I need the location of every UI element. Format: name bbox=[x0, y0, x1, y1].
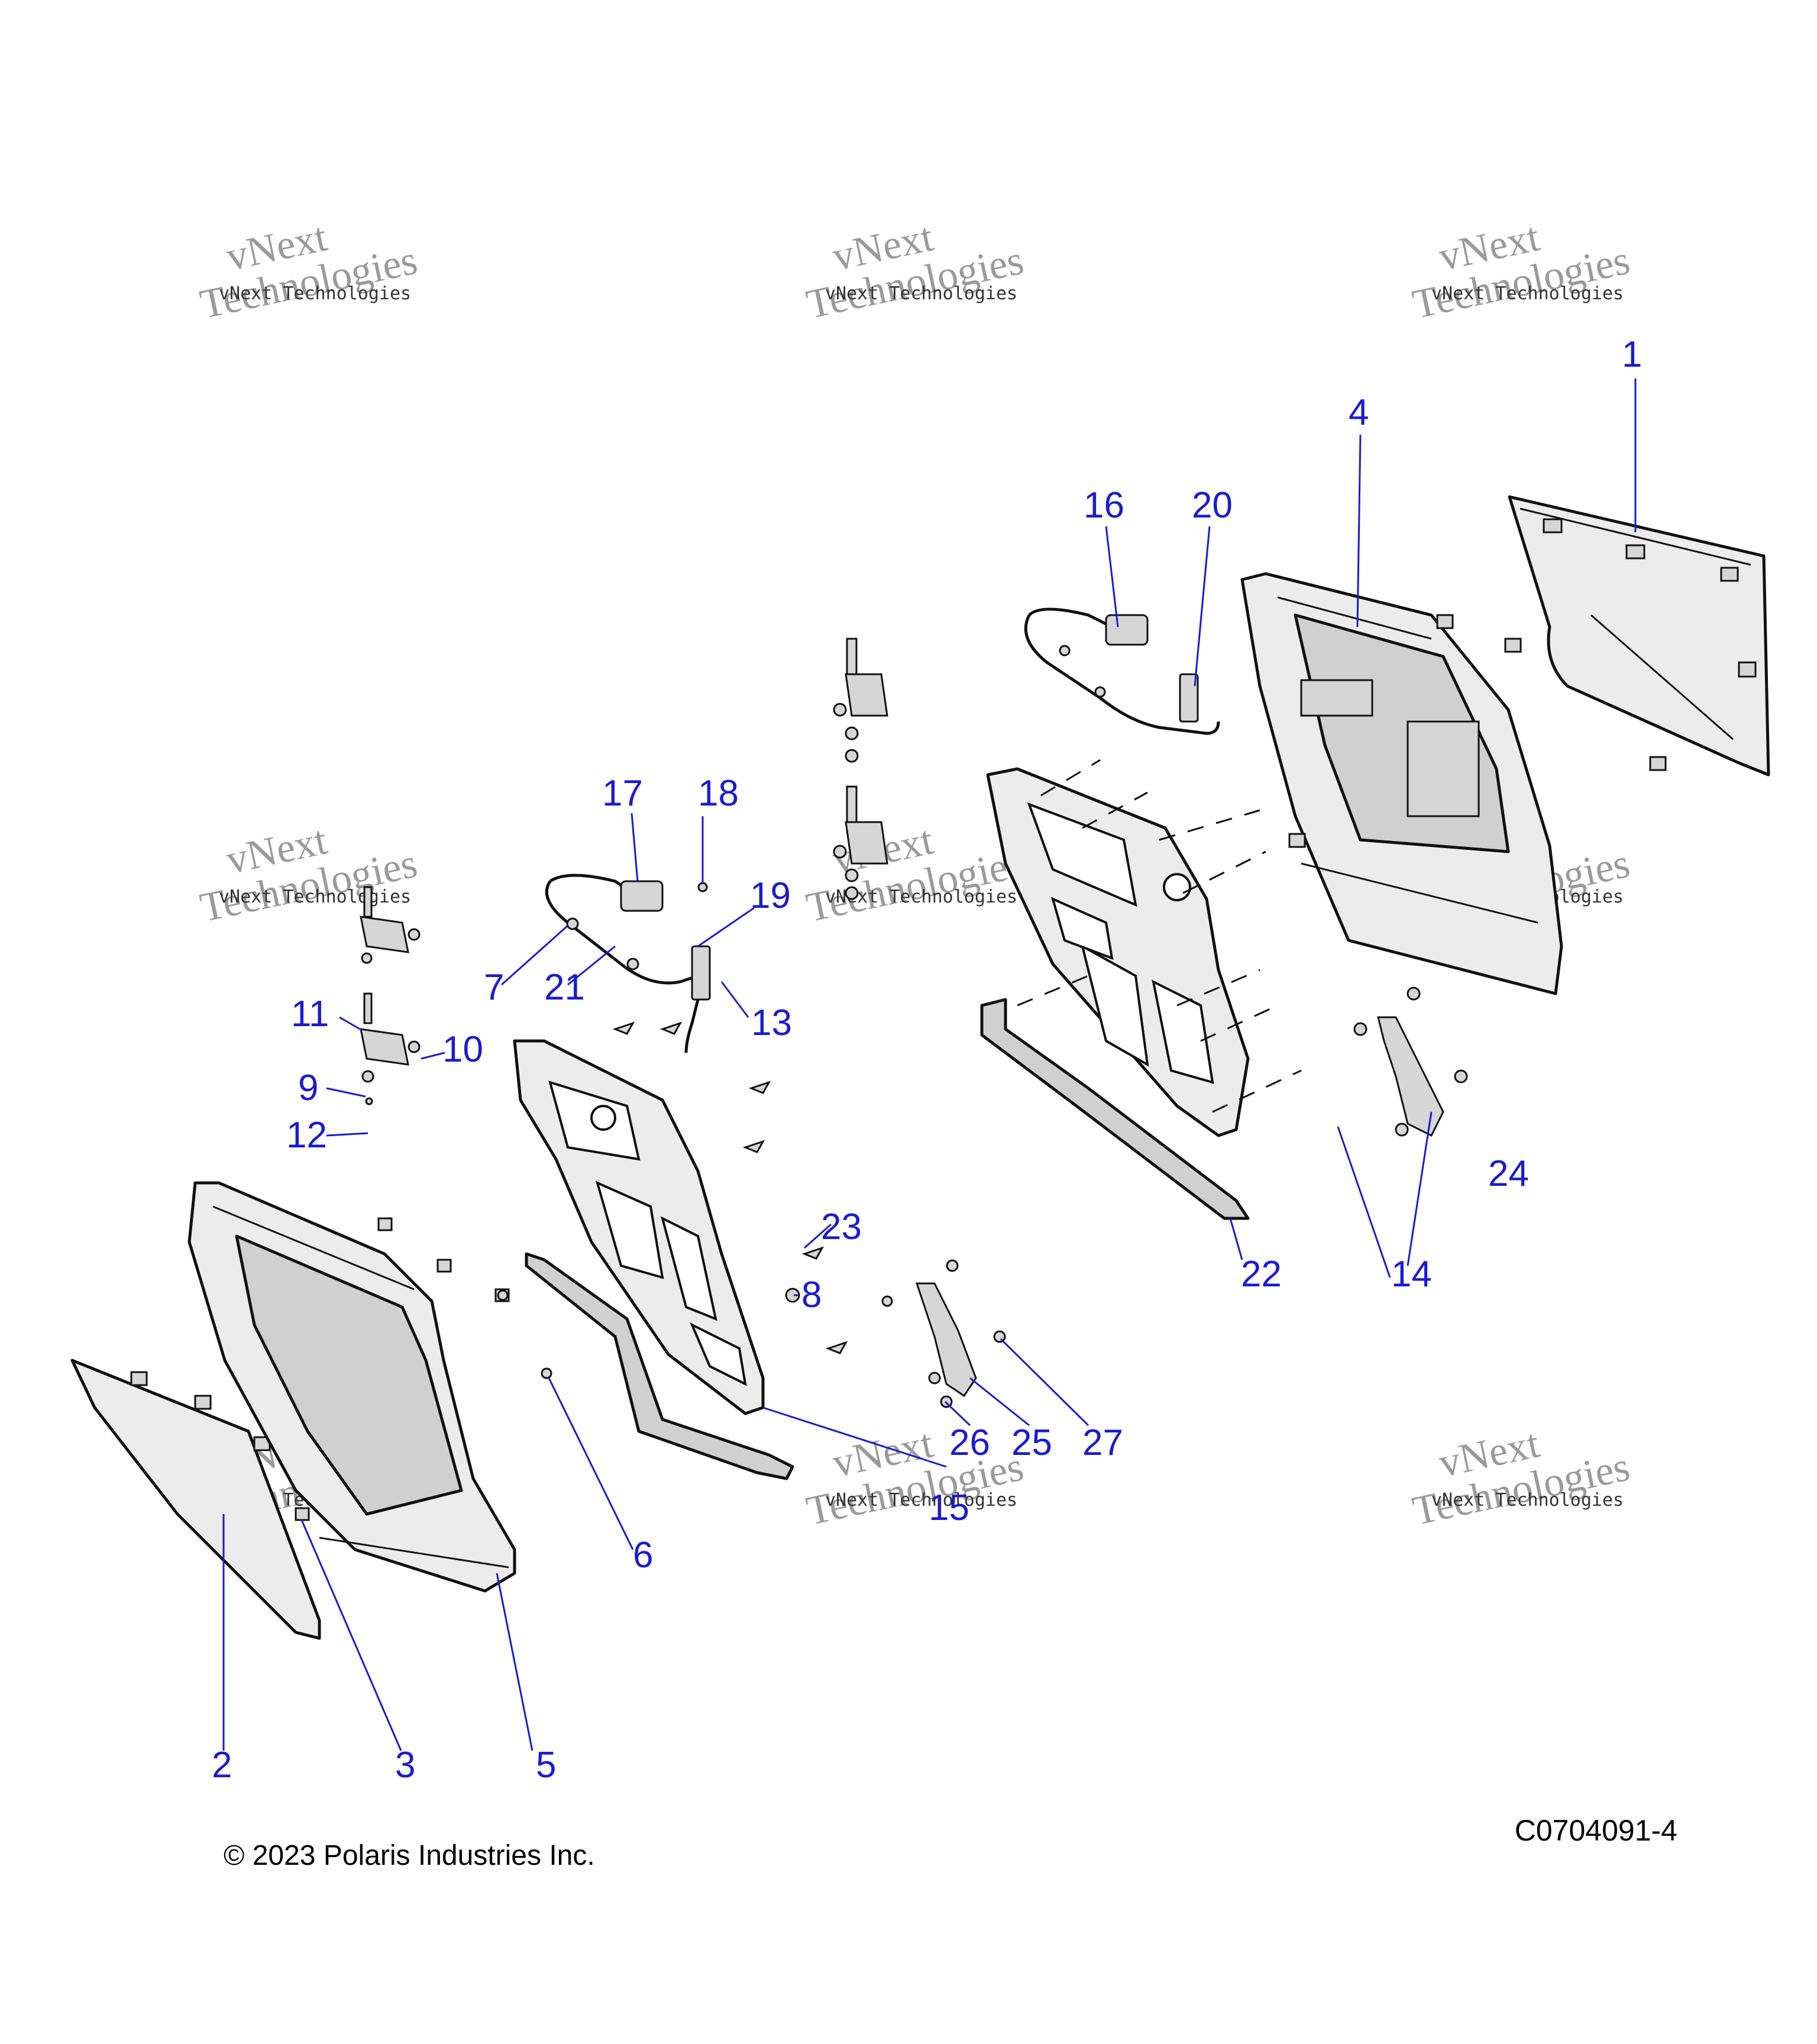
callout-18: 18 bbox=[698, 773, 739, 814]
callout-8: 8 bbox=[801, 1275, 822, 1315]
callout-26: 26 bbox=[949, 1422, 990, 1463]
callout-22: 22 bbox=[1241, 1254, 1282, 1295]
callout-12: 12 bbox=[286, 1115, 327, 1156]
watermark: vNext Technologies vNext Technologies bbox=[803, 214, 1027, 328]
svg-text:vNext Technologies: vNext Technologies bbox=[825, 1490, 1017, 1511]
callout-6: 6 bbox=[633, 1535, 653, 1576]
watermark: vNext Technologies vNext Technologies bbox=[196, 214, 421, 328]
hinge-upper bbox=[833, 638, 888, 763]
callout-13: 13 bbox=[751, 1002, 792, 1043]
copyright-notice: © 2023 Polaris Industries Inc. bbox=[224, 1840, 595, 1871]
callout-1: 1 bbox=[1622, 334, 1642, 375]
part-door-shell-left bbox=[187, 1181, 516, 1593]
callout-20: 20 bbox=[1192, 485, 1233, 526]
part-seal-left bbox=[525, 1252, 794, 1480]
callout-15: 15 bbox=[929, 1487, 969, 1528]
callout-16: 16 bbox=[1084, 485, 1124, 526]
callout-3: 3 bbox=[395, 1745, 415, 1786]
part-door-shell-right bbox=[1240, 572, 1563, 995]
callout-17: 17 bbox=[602, 773, 643, 814]
latch-cable-left bbox=[545, 874, 711, 1053]
part-door-frame-right bbox=[986, 767, 1250, 1137]
callout-4: 4 bbox=[1349, 392, 1369, 433]
svg-text:vNext Technologies: vNext Technologies bbox=[219, 283, 411, 304]
svg-text:vNext Technologies: vNext Technologies bbox=[219, 887, 411, 907]
part-seal-right bbox=[980, 998, 1250, 1220]
hinge-lower bbox=[833, 785, 888, 900]
hinge-left-upper bbox=[360, 886, 421, 964]
part-outer-panel-left bbox=[70, 1359, 321, 1640]
callout-25: 25 bbox=[1011, 1422, 1052, 1463]
watermark: vNext Technologies vNext Technologies bbox=[803, 1421, 1027, 1534]
part-outer-panel-right bbox=[1508, 495, 1770, 777]
callout-24: 24 bbox=[1488, 1153, 1529, 1194]
callout-2: 2 bbox=[212, 1745, 232, 1786]
callout-11: 11 bbox=[291, 994, 329, 1034]
callout-19: 19 bbox=[750, 875, 791, 916]
callout-numbers: 1 2 3 4 5 6 7 8 9 10 11 12 13 14 15 16 1… bbox=[212, 334, 1642, 1786]
svg-text:vNext Technologies: vNext Technologies bbox=[825, 283, 1017, 304]
callout-14: 14 bbox=[1391, 1254, 1432, 1295]
watermark: vNext Technologies vNext Technologies bbox=[803, 817, 1027, 931]
callout-5: 5 bbox=[536, 1745, 556, 1786]
part-striker-bracket-left bbox=[881, 1259, 1006, 1408]
svg-text:vNext Technologies: vNext Technologies bbox=[1431, 283, 1624, 304]
fasteners-left bbox=[497, 1021, 848, 1379]
part-door-frame-left bbox=[513, 1039, 765, 1415]
svg-text:vNext Technologies: vNext Technologies bbox=[1431, 1490, 1624, 1511]
callout-7: 7 bbox=[484, 967, 504, 1008]
part-striker-bracket-right bbox=[1353, 987, 1468, 1137]
latch-cable-right bbox=[1024, 607, 1220, 735]
watermark: vNext Technologies vNext Technologies bbox=[1409, 1421, 1634, 1534]
callout-9: 9 bbox=[298, 1068, 318, 1108]
figure-id: C0704091-4 bbox=[1514, 1814, 1677, 1847]
callout-21: 21 bbox=[544, 967, 585, 1008]
leader-lines bbox=[222, 379, 1637, 1751]
callout-23: 23 bbox=[821, 1207, 862, 1247]
watermark: vNext Technologies vNext Technologies bbox=[1409, 214, 1634, 328]
hinge-left-lower bbox=[360, 992, 421, 1105]
callout-27: 27 bbox=[1082, 1422, 1123, 1463]
callout-10: 10 bbox=[442, 1029, 483, 1070]
dashed-assembly-lines-right bbox=[1017, 759, 1302, 1113]
